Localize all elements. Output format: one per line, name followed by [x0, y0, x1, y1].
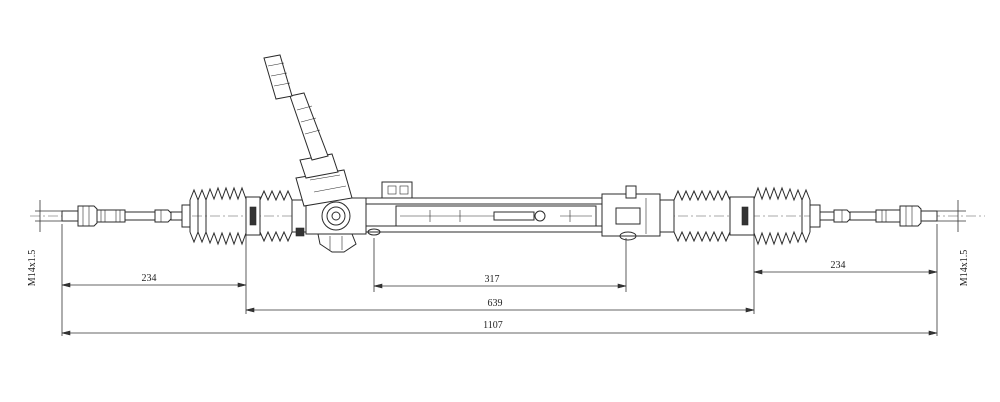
left-tie-rod	[61, 205, 186, 227]
rack-tube	[365, 181, 603, 236]
dim-thread-left: M14x1.5	[27, 250, 38, 286]
left-bellows-boot	[181, 186, 307, 246]
input-shaft	[263, 54, 353, 207]
dimension-lines	[35, 200, 966, 336]
dim-boot-span: 639	[488, 298, 503, 309]
right-housing	[601, 185, 661, 241]
right-tie-rod	[819, 205, 938, 227]
dim-thread-right: M14x1.5	[959, 250, 970, 286]
dim-overall-length: 1107	[483, 320, 503, 331]
dim-tie-rod-right: 234	[831, 260, 846, 271]
right-bellows-boot	[659, 186, 821, 246]
pinion-housing	[305, 197, 367, 253]
dim-tie-rod-left: 234	[142, 273, 157, 284]
dim-mount-spacing: 317	[485, 274, 500, 285]
